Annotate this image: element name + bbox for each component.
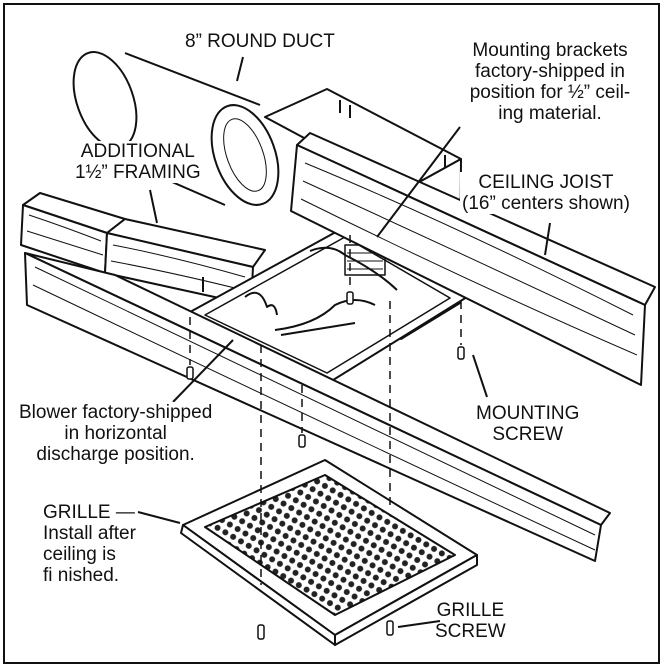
label-ceiling-joist: CEILING JOIST (16” centers shown) <box>460 172 632 214</box>
screw-alignment-lines <box>189 235 462 585</box>
additional-framing <box>20 192 266 306</box>
label-blower: Blower factory-shipped in horizontal dis… <box>17 402 215 465</box>
label-mounting-screw: MOUNTING SCREW <box>476 403 580 445</box>
grille-screws <box>257 620 394 640</box>
ceiling-joist-front <box>24 252 611 562</box>
ceiling-joist-back <box>290 132 656 386</box>
round-duct <box>72 51 280 206</box>
mounting-screws <box>186 291 465 448</box>
label-round-duct: 8” ROUND DUCT <box>185 31 335 52</box>
diagram-frame: 8” ROUND DUCT Mounting brackets factory-… <box>3 3 660 664</box>
label-additional-framing: ADDITIONAL 1½” FRAMING <box>73 141 203 183</box>
grille <box>180 459 478 646</box>
label-mounting-brackets: Mounting brackets factory-shipped in pos… <box>450 40 650 124</box>
leader-lines <box>137 56 551 628</box>
label-grille: GRILLE — Install after ceiling is fi nis… <box>43 502 136 586</box>
label-grille-screw: GRILLE SCREW <box>435 600 506 642</box>
installation-drawing <box>20 51 656 646</box>
